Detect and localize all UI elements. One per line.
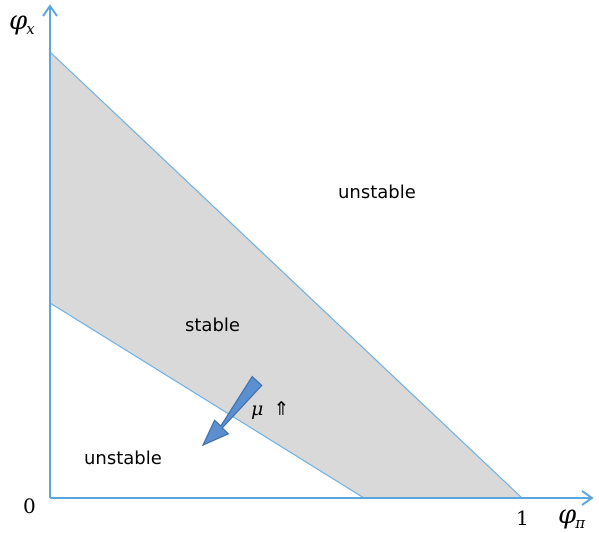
y-axis-arrowhead — [42, 4, 58, 17]
lower-boundary-line — [49, 302, 365, 499]
origin-label: 0 — [23, 494, 36, 518]
x-axis-label: φπ — [558, 500, 586, 532]
y-axis-label: φx — [9, 6, 35, 38]
x-axis-arrowhead — [581, 490, 594, 506]
mu-annotation: μ ⇑ — [251, 398, 289, 420]
mu-increase-arrow — [201, 375, 263, 447]
x-tick-label-one: 1 — [516, 506, 529, 530]
upper-unstable-label: unstable — [338, 182, 416, 203]
upper-boundary-line — [49, 51, 523, 499]
x-axis-symbol: φ — [558, 500, 577, 530]
y-axis-subscript: x — [26, 20, 35, 38]
mu-symbol: μ — [251, 398, 264, 420]
lower-unstable-label: unstable — [84, 448, 162, 469]
x-axis-subscript: π — [575, 514, 586, 532]
stable-label: stable — [185, 315, 240, 336]
y-axis-symbol: φ — [9, 6, 28, 36]
double-up-arrow-icon: ⇑ — [273, 398, 290, 420]
